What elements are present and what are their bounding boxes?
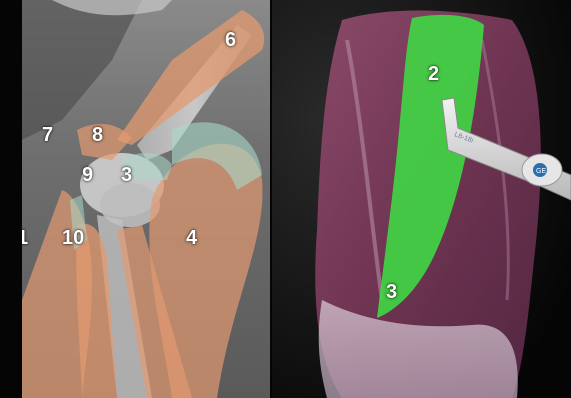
specimen-image: GE L8-18i (272, 0, 571, 398)
label-3-left: 3 (121, 165, 132, 185)
label-6: 6 (225, 30, 236, 50)
svg-text:GE: GE (536, 168, 546, 175)
specimen-photo-panel: GE L8-18i 2 3 (272, 0, 571, 398)
label-2-right: 2 (428, 64, 439, 84)
radiograph-panel: 6 7 8 9 3 11 10 4 (22, 0, 270, 398)
label-10: 10 (62, 228, 84, 248)
label-4: 4 (186, 228, 197, 248)
label-11: 11 (22, 228, 28, 248)
label-9: 9 (82, 165, 93, 185)
radiograph-image (22, 0, 270, 398)
label-3-right: 3 (386, 282, 397, 302)
label-7: 7 (42, 125, 53, 145)
label-8: 8 (92, 125, 103, 145)
